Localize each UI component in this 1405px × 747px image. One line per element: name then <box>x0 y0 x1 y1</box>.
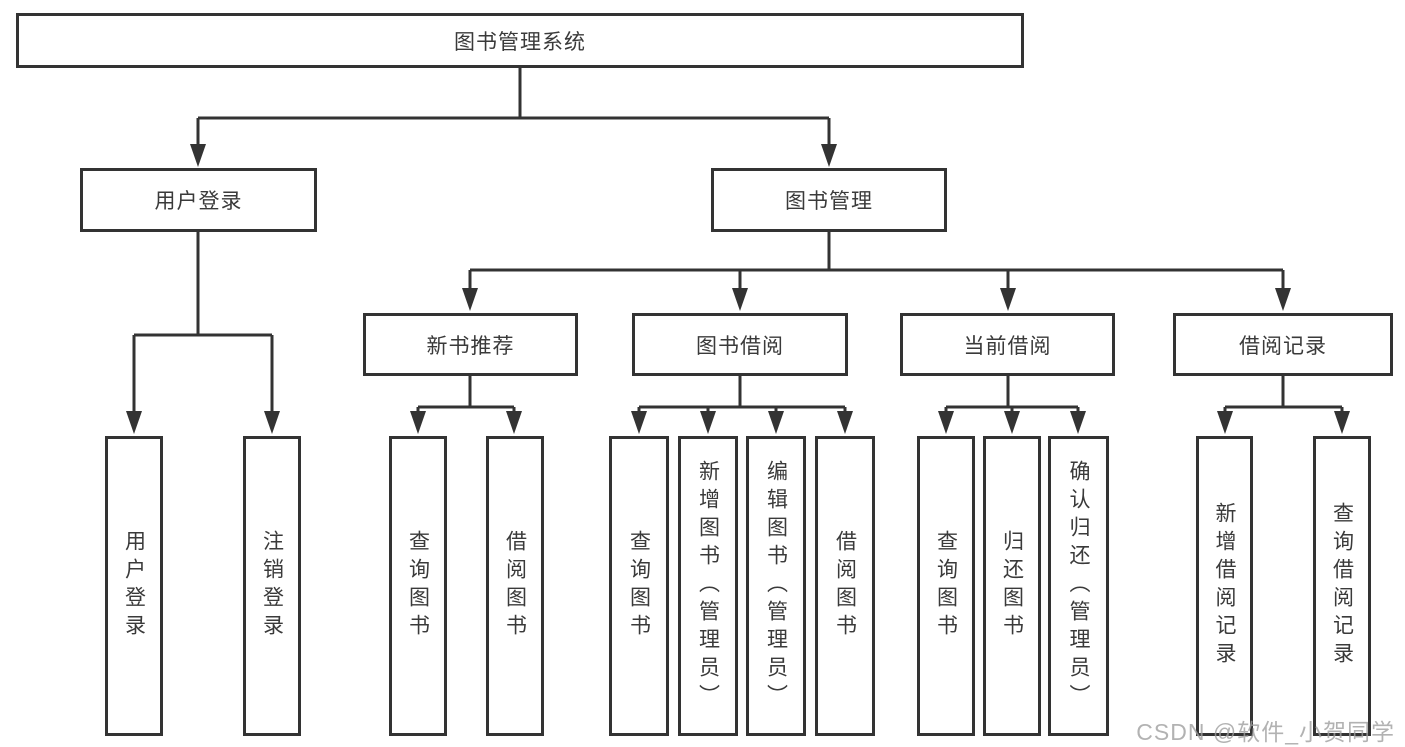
arrow-down-icon <box>1004 411 1020 434</box>
arrow-down-icon <box>631 411 647 434</box>
arrow-down-icon <box>190 144 206 167</box>
node-leaf-current-query-books: 查询图书 <box>917 436 975 736</box>
node-leaf-records-add-record: 新增借阅记录 <box>1196 436 1253 736</box>
node-leaf-borrowing-add-books-admin: 新增图书（管理员） <box>678 436 738 736</box>
arrow-down-icon <box>1070 411 1086 434</box>
node-leaf-borrowing-add-books-admin-label: 新增图书（管理员） <box>696 460 720 712</box>
node-leaf-logout-label: 注销登录 <box>260 530 284 642</box>
node-leaf-current-query-books-label: 查询图书 <box>934 530 958 642</box>
node-leaf-current-confirm-return-admin-label: 确认归还（管理员） <box>1067 460 1090 712</box>
node-borrowing-records: 借阅记录 <box>1173 313 1393 376</box>
arrow-down-icon <box>1217 411 1233 434</box>
node-new-book-recommend-label: 新书推荐 <box>426 334 515 358</box>
node-leaf-records-add-record-label: 新增借阅记录 <box>1213 502 1236 670</box>
node-user-login-label: 用户登录 <box>154 190 243 213</box>
arrow-down-icon <box>821 144 837 167</box>
node-leaf-recommend-borrow-books-label: 借阅图书 <box>503 530 527 642</box>
node-leaf-recommend-query-books: 查询图书 <box>389 436 447 736</box>
node-leaf-records-query-record: 查询借阅记录 <box>1313 436 1371 736</box>
arrow-down-icon <box>938 411 954 434</box>
arrow-down-icon <box>410 411 426 434</box>
watermark: CSDN @软件_小贺同学 <box>1136 719 1395 745</box>
node-leaf-borrowing-query-books-label: 查询图书 <box>627 530 651 642</box>
node-leaf-borrowing-borrow-books-label: 借阅图书 <box>833 530 857 642</box>
node-leaf-recommend-borrow-books: 借阅图书 <box>486 436 544 736</box>
arrow-down-icon <box>1275 288 1291 311</box>
node-new-book-recommend: 新书推荐 <box>363 313 578 376</box>
node-current-borrowing-label: 当前借阅 <box>963 334 1052 358</box>
arrow-down-icon <box>1000 288 1016 311</box>
node-leaf-current-confirm-return-admin: 确认归还（管理员） <box>1048 436 1109 736</box>
node-leaf-current-return-books-label: 归还图书 <box>1000 530 1024 642</box>
arrow-down-icon <box>264 411 280 434</box>
node-leaf-logout: 注销登录 <box>243 436 301 736</box>
arrow-down-icon <box>506 411 522 434</box>
node-leaf-current-return-books: 归还图书 <box>983 436 1041 736</box>
node-book-management-label: 图书管理 <box>785 190 873 213</box>
node-leaf-borrowing-edit-books-admin-label: 编辑图书（管理员） <box>764 460 788 712</box>
arrow-down-icon <box>768 411 784 434</box>
connector-path <box>416 376 516 418</box>
connector-path <box>637 376 847 418</box>
arrow-down-icon <box>700 411 716 434</box>
node-leaf-user-login: 用户登录 <box>105 436 163 736</box>
node-leaf-records-query-record-label: 查询借阅记录 <box>1330 502 1354 670</box>
node-user-login: 用户登录 <box>80 168 317 232</box>
connector-path <box>468 232 1285 295</box>
node-leaf-borrowing-edit-books-admin: 编辑图书（管理员） <box>746 436 806 736</box>
arrow-down-icon <box>126 411 142 434</box>
node-root-system: 图书管理系统 <box>16 13 1024 68</box>
node-root-system-label: 图书管理系统 <box>454 30 586 54</box>
node-book-management: 图书管理 <box>711 168 947 232</box>
node-leaf-user-login-label: 用户登录 <box>122 530 146 642</box>
arrow-down-icon <box>837 411 853 434</box>
node-leaf-recommend-query-books-label: 查询图书 <box>406 530 430 642</box>
connector-path <box>196 68 831 150</box>
arrow-down-icon <box>1334 411 1350 434</box>
connector-path <box>1223 376 1344 418</box>
node-leaf-borrowing-query-books: 查询图书 <box>609 436 669 736</box>
arrow-down-icon <box>732 288 748 311</box>
arrow-down-icon <box>462 288 478 311</box>
node-book-borrowing: 图书借阅 <box>632 313 848 376</box>
node-leaf-borrowing-borrow-books: 借阅图书 <box>815 436 875 736</box>
node-current-borrowing: 当前借阅 <box>900 313 1115 376</box>
connector-path <box>132 232 274 418</box>
node-borrowing-records-label: 借阅记录 <box>1239 334 1327 358</box>
node-book-borrowing-label: 图书借阅 <box>696 334 784 358</box>
